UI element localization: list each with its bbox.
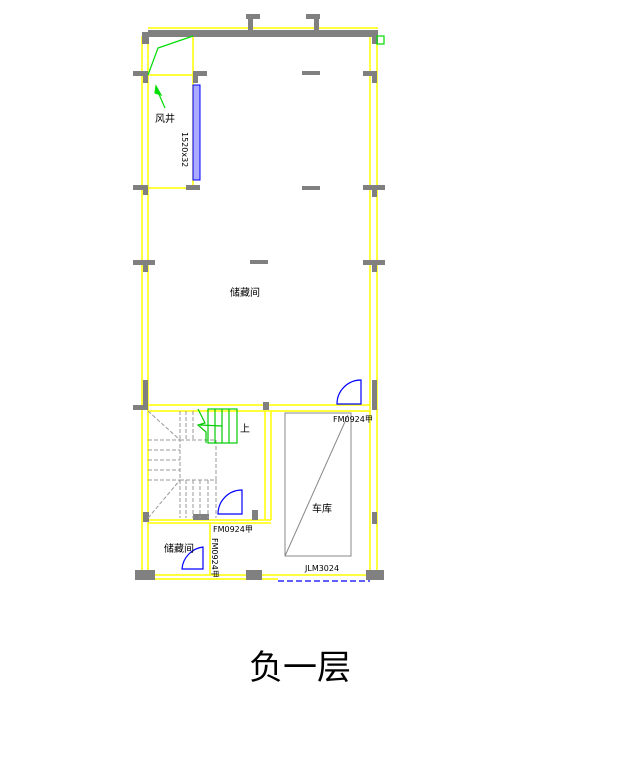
- wall-lines: [141, 27, 378, 580]
- shaft-window: [192, 84, 201, 181]
- shaft-dim-label: 1520x32: [180, 132, 189, 167]
- door-fm-lower-label: FM0924甲: [213, 525, 253, 534]
- stair-up-label: 上: [240, 423, 250, 435]
- door-fm-upper-label: FM0924甲: [333, 415, 373, 424]
- storage-small-label: 储藏间: [164, 542, 194, 555]
- garage-car: [284, 412, 352, 557]
- shaft-label: 风井: [155, 112, 175, 125]
- wall-blocks: [133, 14, 385, 580]
- garage-label: 车库: [312, 502, 332, 515]
- stairs: [147, 410, 217, 519]
- storage-main-label: 储藏间: [230, 286, 260, 299]
- floor-title: 负一层: [249, 648, 351, 688]
- shaft-symbol: [147, 35, 385, 109]
- doors: [181, 379, 362, 570]
- garage-door-label: JLM3024: [304, 564, 339, 573]
- door-fm-vertical-label: FM0924甲: [210, 538, 219, 578]
- stairs-up-green: [196, 408, 238, 444]
